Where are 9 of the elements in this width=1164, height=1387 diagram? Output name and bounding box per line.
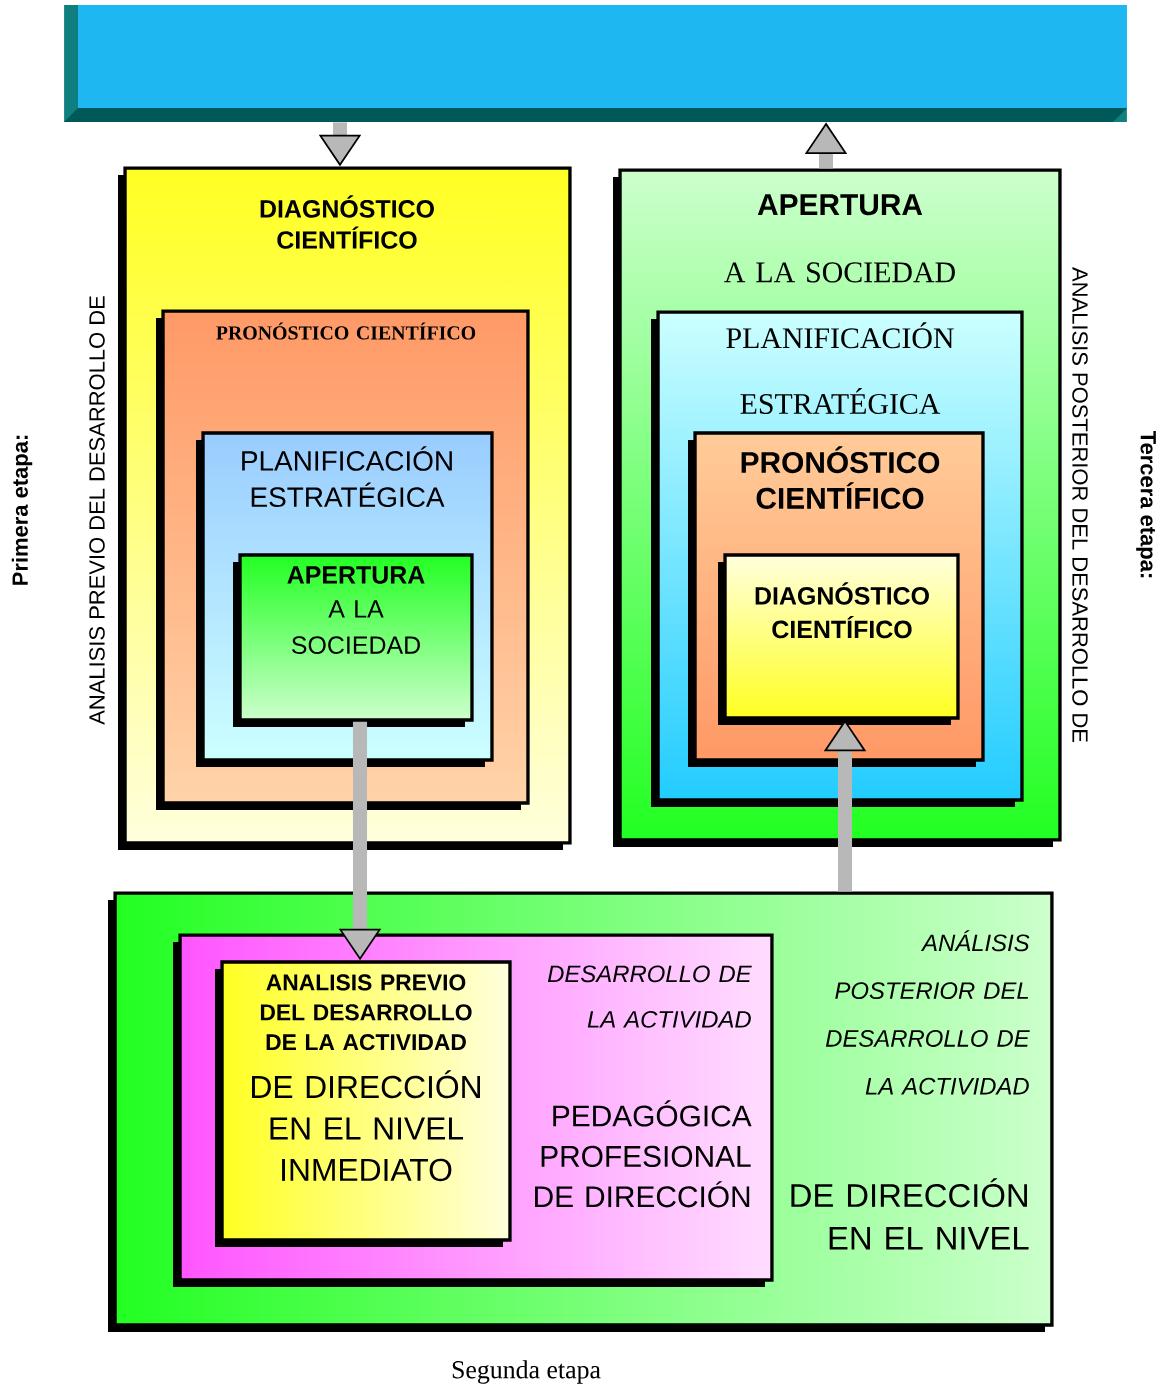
nested-box: DIAGNÓSTICO CIENTÍFICO — [718, 553, 960, 725]
nested-box: ANALISIS PREVIO DEL DESARROLLO DE LA ACTIVIDAD DE DIRECCIÓN EN EL NIVEL INMEDIATO — [215, 960, 512, 1247]
vertical-label: ANALISIS POSTERIOR DEL DESARROLLO DE — [1072, 267, 1088, 742]
vertical-label: ANALISIS PREVIO DEL DESARROLLO DE — [89, 296, 105, 725]
nested-box: APERTURA A LA SOCIEDAD — [233, 553, 474, 727]
banner-bar — [64, 5, 1127, 122]
vertical-label: Primera etapa: — [11, 435, 33, 585]
vertical-label: Tercera etapa: — [1136, 431, 1156, 578]
stage-label: Segunda etapa — [452, 1360, 601, 1384]
